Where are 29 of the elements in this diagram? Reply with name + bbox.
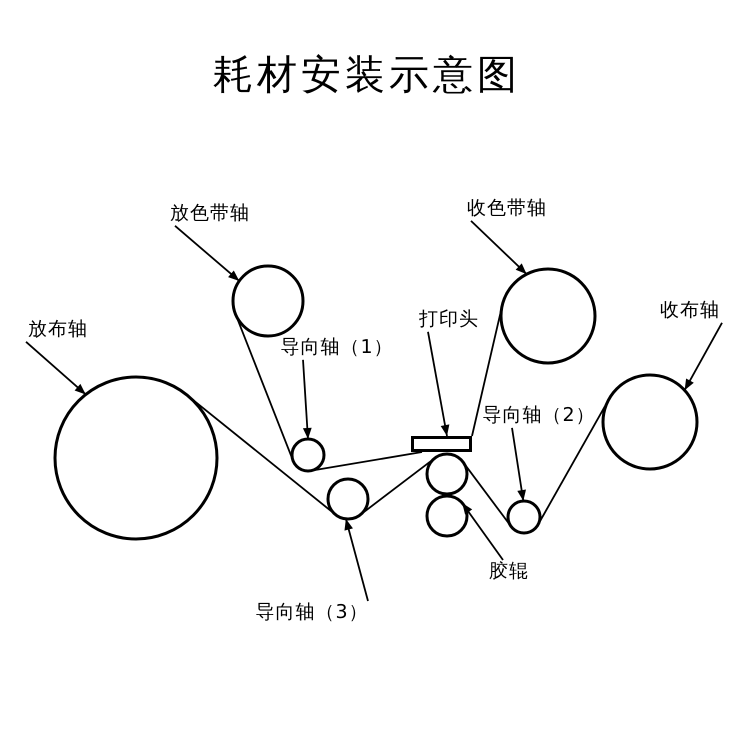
part-label: 收色带轴: [465, 197, 549, 221]
part-label: 导向轴（3）: [254, 601, 371, 625]
leader-arrow: [470, 220, 528, 275]
roller-circle: [290, 437, 326, 473]
roller-circle: [53, 375, 219, 541]
leader-arrow: [511, 428, 526, 502]
roller-circle: [601, 373, 699, 471]
leader-arrow: [25, 341, 86, 396]
print-head-bar: [411, 436, 472, 452]
roller-circle: [326, 477, 370, 521]
leader-arrow: [427, 332, 450, 436]
part-label: 放布轴: [26, 318, 90, 342]
roller-circle: [425, 452, 469, 496]
part-label: 打印头: [417, 308, 481, 332]
leader-arrow: [344, 518, 369, 602]
part-label: 胶辊: [487, 560, 531, 584]
part-label: 收布轴: [658, 299, 722, 323]
roller-circle: [425, 494, 469, 538]
part-label: 导向轴（2）: [480, 404, 598, 428]
leader-arrow: [174, 225, 240, 282]
roller-circle: [231, 264, 305, 338]
leader-arrow: [302, 360, 312, 440]
title: 耗材安装示意图: [213, 51, 521, 99]
part-label: 导向轴（1）: [278, 336, 396, 360]
leader-arrow: [462, 502, 504, 561]
part-label: 放色带轴: [168, 202, 252, 226]
leader-arrow: [684, 322, 723, 391]
roller-circle: [506, 499, 542, 535]
roller-circle: [499, 267, 597, 365]
